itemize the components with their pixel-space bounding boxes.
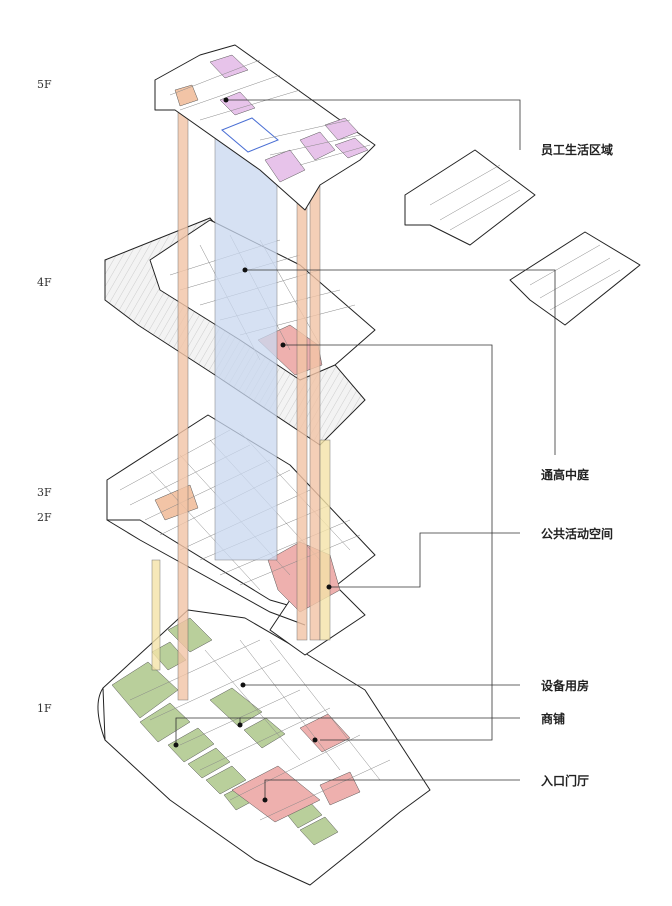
floor-label-2f: 2F <box>37 511 52 524</box>
roof-models <box>404 149 641 326</box>
atrium-column <box>214 117 278 561</box>
callout-atrium: 通高中庭 <box>541 467 589 482</box>
yellow-column <box>319 439 331 641</box>
staff-room <box>264 149 306 183</box>
roof-model-2 <box>509 231 641 326</box>
callout-shop: 商铺 <box>541 711 565 726</box>
stair-column <box>296 179 308 641</box>
leader-lobby <box>264 779 520 800</box>
dot-lobby <box>262 797 268 803</box>
stair-column <box>177 99 189 701</box>
callout-equipment-room: 设备用房 <box>541 678 589 693</box>
dot-shop <box>173 742 179 748</box>
shop-block <box>167 727 215 763</box>
public-space-1f <box>299 713 351 753</box>
leader-public <box>283 344 493 741</box>
shop-block <box>139 702 191 743</box>
dot-public-1f <box>312 737 318 743</box>
floor-labels: 5F 4F 3F 2F 1F <box>37 78 52 715</box>
leader-lines <box>173 97 556 803</box>
floor-label-3f: 3F <box>37 486 52 499</box>
atrium-skylight <box>221 117 279 153</box>
shop-block <box>187 747 231 779</box>
staff-room <box>334 137 369 159</box>
callout-entrance-lobby: 入口门厅 <box>541 773 589 788</box>
dot-staff <box>223 97 229 103</box>
floor-label-1f: 1F <box>37 702 52 715</box>
callout-labels: 员工生活区域 通高中庭 公共活动空间 设备用房 商铺 入口门厅 <box>541 142 613 788</box>
stair-column <box>309 184 321 641</box>
dot-shop-2 <box>237 722 243 728</box>
dot-atrium <box>242 267 248 273</box>
entrance-lobby <box>231 765 321 823</box>
dot-equipment <box>240 682 246 688</box>
shop-block <box>209 687 263 727</box>
floor-5f-slab <box>154 44 376 211</box>
dot-public <box>280 342 286 348</box>
floor-label-4f: 4F <box>37 276 52 289</box>
staff-room <box>219 91 256 116</box>
roof-model-1 <box>404 149 536 246</box>
leader-public-2f <box>329 532 520 588</box>
leader-shop <box>175 717 520 745</box>
floor-5f <box>154 44 376 211</box>
stair-core <box>174 84 199 107</box>
shop-block <box>299 816 339 846</box>
floor-1f <box>97 609 431 886</box>
dot-public-2f <box>326 584 332 590</box>
callout-staff-area: 员工生活区域 <box>541 142 613 157</box>
floor-label-5f: 5F <box>37 78 52 91</box>
callout-public-space: 公共活动空间 <box>541 526 613 541</box>
yellow-column <box>151 559 161 671</box>
leader-atrium <box>245 269 556 455</box>
leader-staff <box>226 99 521 150</box>
staff-room <box>299 131 336 161</box>
shop-block <box>243 717 286 749</box>
shop-block <box>205 765 247 795</box>
staff-room <box>209 54 249 79</box>
